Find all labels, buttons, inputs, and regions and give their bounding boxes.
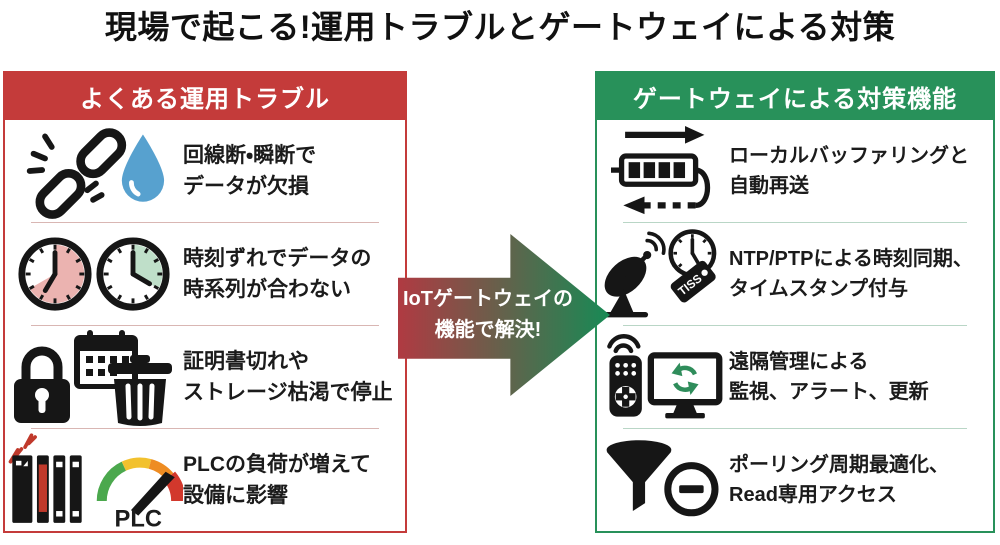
trouble-row-time-drift: 時刻ずれでデータの 時系列が合わない [5,223,405,325]
remote-and-monitor-sync-icon [597,332,729,422]
solution-text-time-sync: NTP/PTPによる時刻同期、 タイムスタンプ付与 [729,248,973,300]
gauge-plc-label: PLC [115,507,162,530]
divider [31,325,379,326]
divider [31,222,379,223]
trouble-panel-header: よくある運用トラブル [5,73,405,120]
divider [623,325,967,326]
buffer-resend-icon [597,124,729,218]
divider [623,222,967,223]
trouble-text-plc-load: PLCの負荷が増えて 設備に影響 [183,452,371,508]
solution-row-buffering: ローカルバッファリングと 自動再送 [597,120,993,222]
plc-rack-and-gauge-icon: PLC [5,430,183,530]
solution-row-time-sync: TISS NTP/PTPによる時刻同期、 タイムスタンプ付与 [597,223,993,325]
two-clocks-icon [5,235,183,313]
trouble-row-cert-storage: 証明書切れや ストレージ枯渇で停止 [5,326,405,428]
funnel-and-restricted-icon [597,438,729,522]
lock-calendar-trash-icon [5,327,183,427]
solution-panel: ゲートウェイによる対策機能 ローカルバッファ [595,71,995,533]
solution-text-remote-mgmt: 遠隔管理による 監視、アラート、更新 [729,351,929,403]
satellite-clock-tag-icon: TISS [597,227,729,321]
trouble-text-line-loss: 回線断・瞬断で データが欠損 [183,143,317,199]
solution-text-polling: ポーリング周期最適化、 Read専用アクセス [729,454,949,506]
solution-arrow-label: IoTゲートウェイの 機能で解決! [403,288,573,341]
trouble-row-line-loss: 回線断・瞬断で データが欠損 [5,120,405,222]
solution-row-remote-mgmt: 遠隔管理による 監視、アラート、更新 [597,326,993,428]
solution-panel-header: ゲートウェイによる対策機能 [597,73,993,120]
divider [623,428,967,429]
divider [31,428,379,429]
trouble-row-plc-load: PLC PLCの負荷が増えて 設備に影響 [5,429,405,531]
trouble-panel: よくある運用トラブル [3,71,407,533]
page-title: 現場で起こる!運用トラブルとゲートウェイによる対策 [104,9,896,45]
trouble-text-cert-storage: 証明書切れや ストレージ枯渇で停止 [183,349,393,405]
solution-text-buffering: ローカルバッファリングと 自動再送 [729,145,969,197]
solution-row-polling: ポーリング周期最適化、 Read専用アクセス [597,429,993,531]
broken-link-and-water-drop-icon [5,123,183,219]
trouble-text-time-drift: 時刻ずれでデータの 時系列が合わない [183,246,372,302]
